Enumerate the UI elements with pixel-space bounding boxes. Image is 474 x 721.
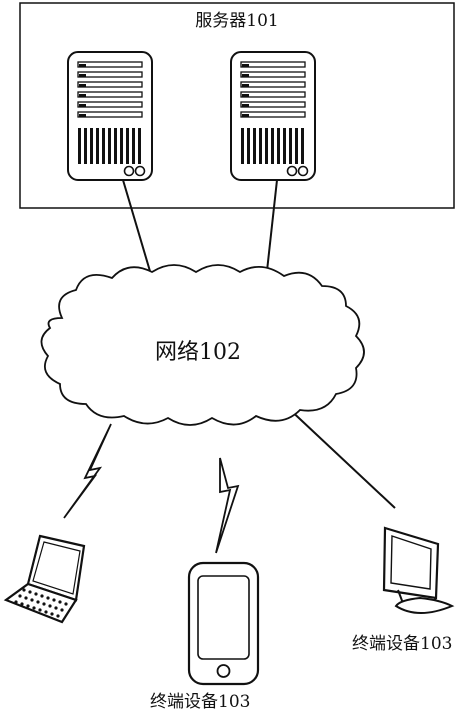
lightning-icon (215, 457, 240, 554)
server-left-link (122, 179, 153, 279)
laptop-icon (3, 534, 86, 624)
server-icon (67, 51, 153, 181)
monitor-icon (382, 526, 455, 614)
monitor-terminal-label: 终端设备103 (352, 634, 453, 654)
phone-terminal-label: 终端设备103 (150, 692, 251, 712)
monitor-link (284, 404, 396, 509)
phone-icon (187, 561, 260, 686)
server-right-link (265, 179, 278, 281)
network-label: 网络102 (155, 340, 241, 365)
lightning-icon (63, 423, 112, 519)
server-group-label: 服务器101 (195, 11, 279, 31)
cloud-icon (40, 264, 365, 426)
server-icon (230, 51, 316, 181)
